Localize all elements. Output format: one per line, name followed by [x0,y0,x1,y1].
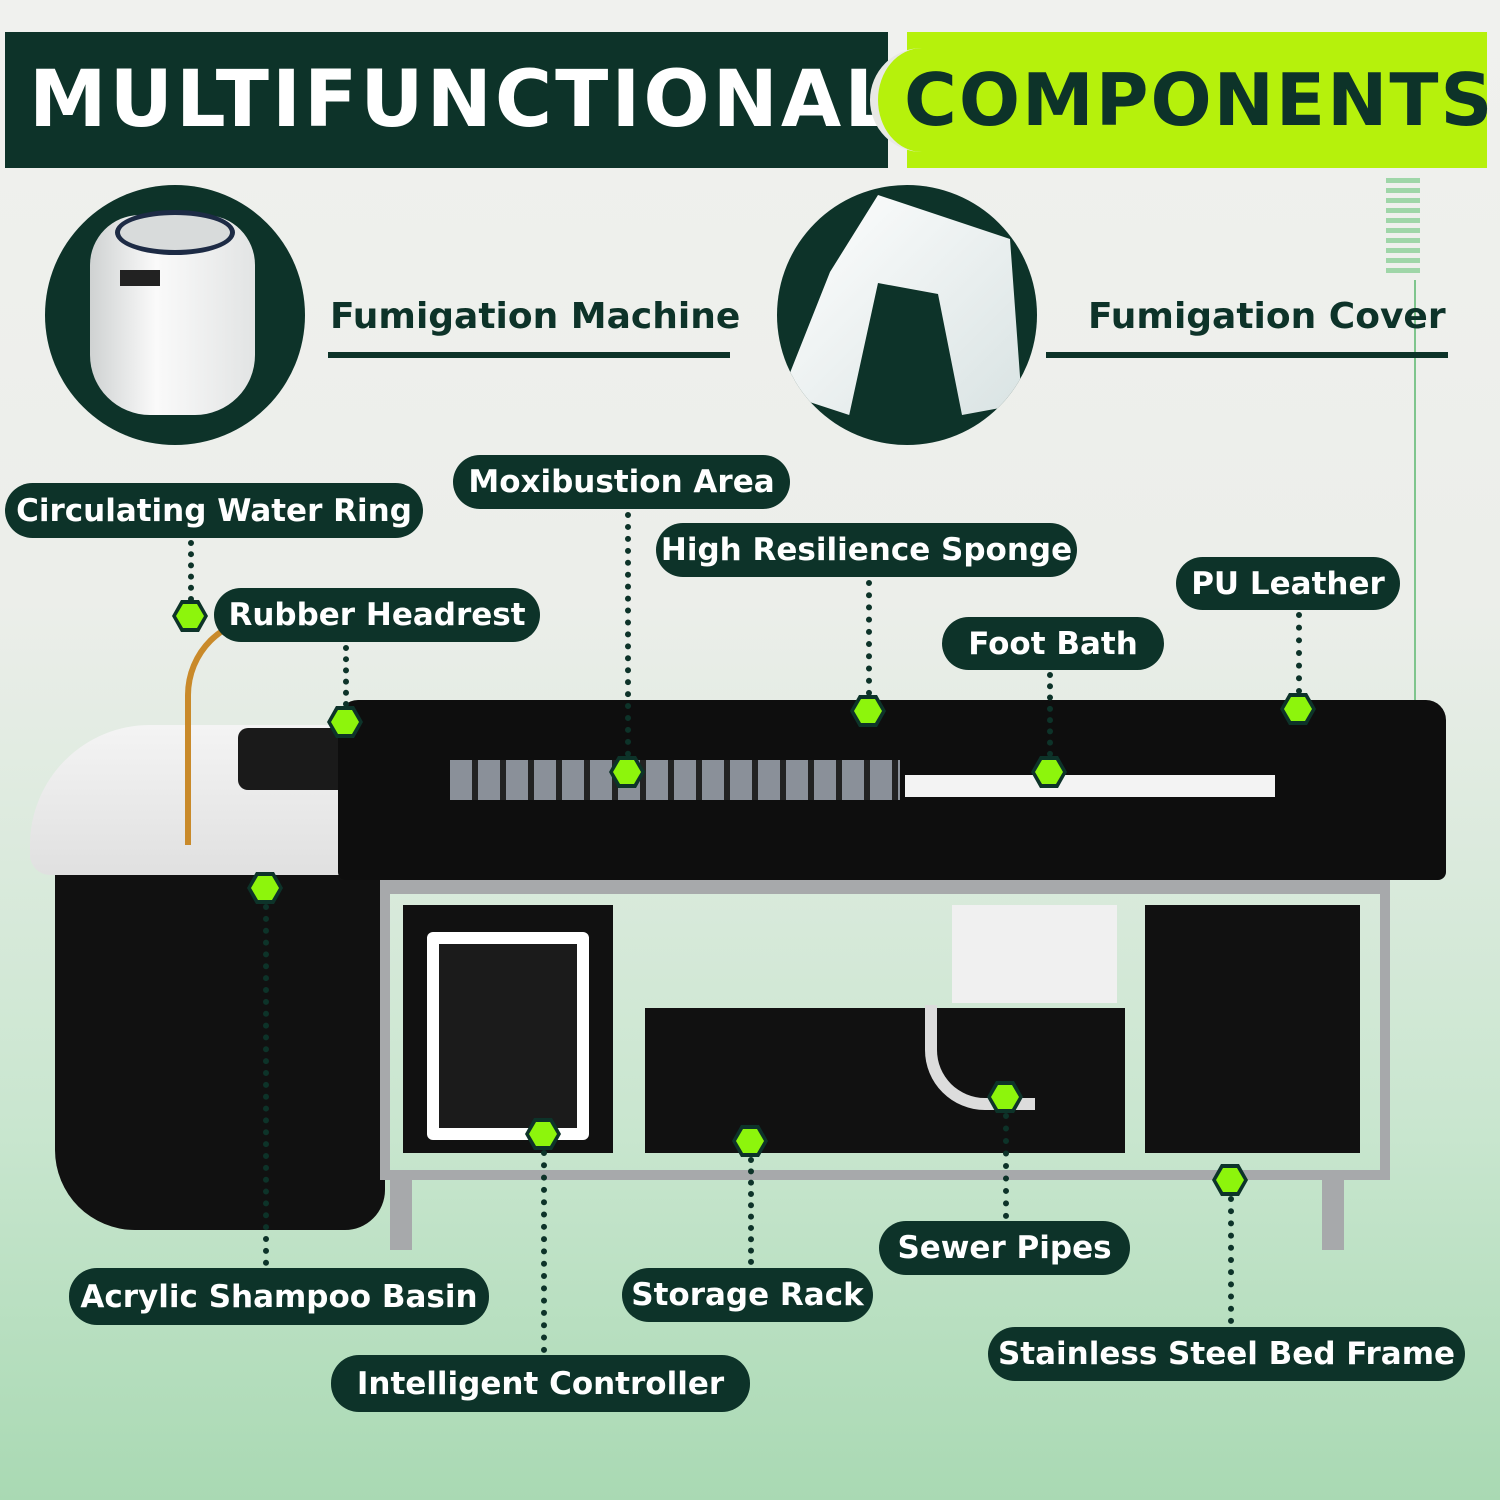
callout-circulating-water-ring: Circulating Water Ring [5,483,423,538]
connector-line [343,645,349,707]
storage-shelf [645,1008,1125,1153]
feature-underline [328,352,730,358]
frame-leg [390,1170,412,1250]
feature-label-fumigation-machine: Fumigation Machine [330,296,741,337]
header-title-right: COMPONENTS [870,48,1492,152]
marker-intelligent-controller [525,1118,561,1150]
connector-line [1003,1113,1009,1219]
callout-intelligent-controller: Intelligent Controller [331,1355,750,1412]
connector-line [1228,1196,1234,1324]
connector-line [263,904,269,1266]
fumigation-machine-image [45,185,305,445]
callout-high-resilience-sponge: High Resilience Sponge [656,523,1077,577]
connector-line [748,1157,754,1265]
steamer-display [120,270,160,286]
connector-line [866,580,872,696]
callout-pu-leather: PU Leather [1176,557,1400,610]
callout-foot-bath: Foot Bath [942,617,1164,670]
callout-rubber-headrest: Rubber Headrest [214,588,540,642]
headrest [238,728,353,790]
bed-frame [380,880,1390,1180]
moxibustion-grid [450,760,900,800]
connector-line [541,1150,547,1353]
header-title-left: MULTIFUNCTIONAL [5,32,894,168]
foot-bath-basin [905,775,1275,797]
decorative-line [1414,280,1416,730]
marker-storage-rack [732,1125,768,1157]
feature-underline [1046,352,1448,358]
feature-label-fumigation-cover: Fumigation Cover [1088,296,1446,337]
connector-line [188,540,194,602]
frame-leg [1322,1170,1344,1250]
basin-bucket [55,860,385,1230]
callout-moxibustion-area: Moxibustion Area [453,455,790,509]
foot-bath-tank [952,905,1117,1003]
marker-stainless-steel-bed-frame [1212,1164,1248,1196]
connector-line [1047,672,1053,757]
connector-line [1296,612,1302,694]
callout-acrylic-shampoo-basin: Acrylic Shampoo Basin [69,1268,489,1325]
fumigation-cover-image [777,185,1037,445]
decorative-stripes [1386,178,1420,273]
controller-panel [427,932,589,1140]
marker-sewer-pipes [987,1081,1023,1113]
cabinet-right [1145,905,1360,1153]
connector-line [625,512,631,757]
callout-stainless-steel-bed-frame: Stainless Steel Bed Frame [988,1327,1465,1381]
callout-storage-rack: Storage Rack [622,1268,873,1322]
callout-sewer-pipes: Sewer Pipes [879,1221,1130,1275]
steamer-lid [115,210,235,255]
